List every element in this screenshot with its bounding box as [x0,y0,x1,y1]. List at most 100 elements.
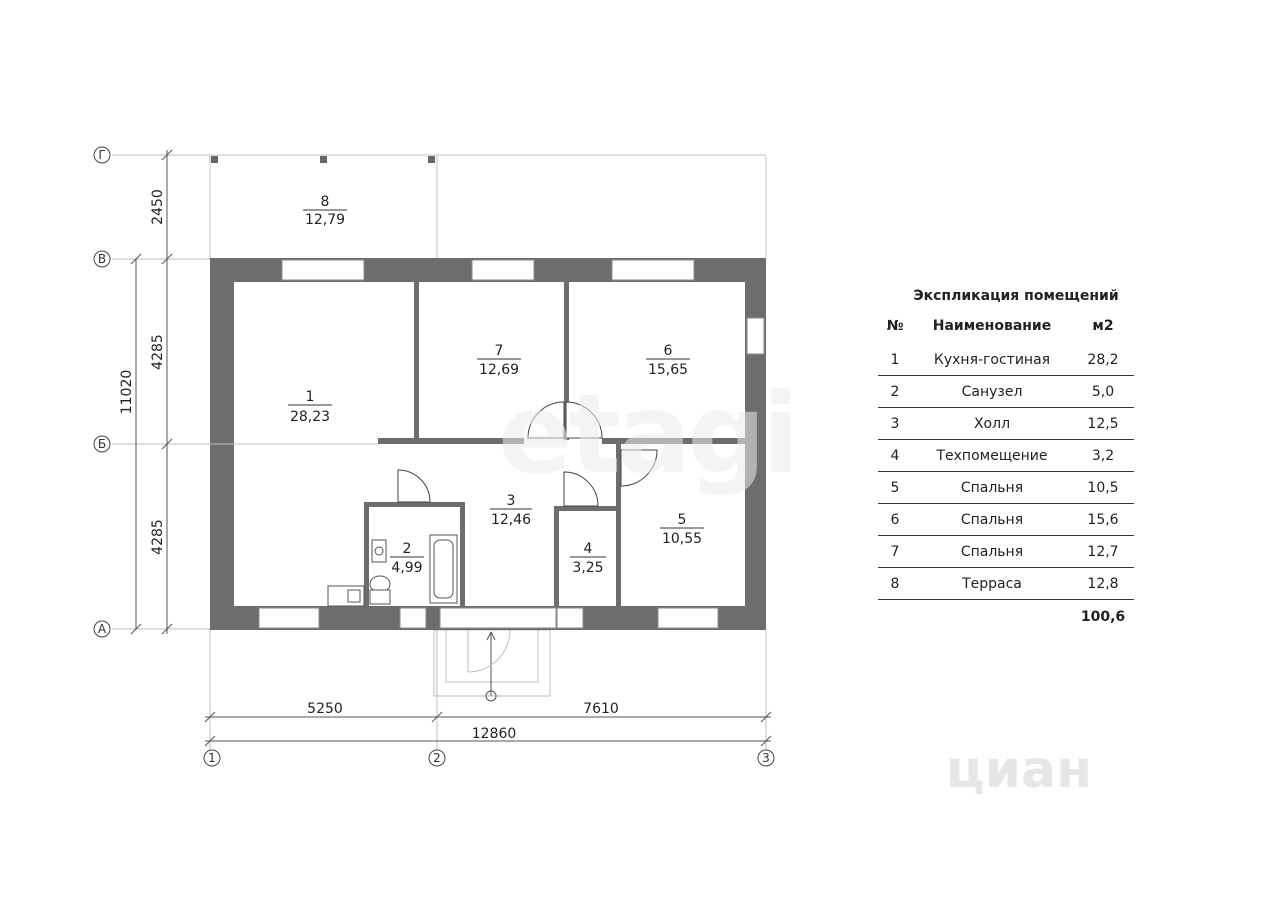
table-row: 1 Кухня-гостиная 28,2 [878,344,1134,376]
row-axes: Г В Б А [93,146,378,638]
row-area: 12,8 [1072,567,1134,600]
window [471,259,535,281]
room-labels: 1 28,23 2 4,99 3 12,46 4 3,25 5 10,55 6 … [288,194,704,576]
dim-right-span: 7610 [583,701,619,717]
terrace-post [211,156,218,163]
row-no: 2 [878,375,912,408]
row-no: 5 [878,471,912,504]
room-4-label: 4 3,25 [570,541,606,576]
svg-text:2: 2 [403,541,412,557]
header-name: Наименование [932,318,1052,334]
table-row: 8 Терраса 12,8 [878,567,1134,600]
row-name: Техпомещение [912,439,1072,472]
svg-text:12,69: 12,69 [479,362,519,378]
terrace-post [320,156,327,163]
svg-text:8: 8 [321,194,330,210]
doors [397,401,658,507]
explication-title: Экспликация помещений [913,288,1119,304]
svg-text:12,46: 12,46 [491,512,531,528]
row-area: 5,0 [1072,375,1134,408]
window [746,317,765,355]
header-area: м2 [1092,318,1114,334]
table-header-row: № Наименование м2 [878,308,1134,344]
row-name: Терраса [912,567,1072,600]
svg-text:15,65: 15,65 [648,362,688,378]
svg-text:7: 7 [495,343,504,359]
row-no: 4 [878,439,912,472]
room-6-label: 6 15,65 [646,343,690,378]
svg-text:12,79: 12,79 [305,212,345,228]
row-name: Холл [912,407,1072,440]
door-bedroom-6 [565,401,603,439]
row-area: 28,2 [1072,344,1134,376]
table-row: 4 Техпомещение 3,2 [878,439,1134,472]
bathroom-fixtures [327,534,458,607]
row-name: Спальня [912,535,1072,568]
interior-walls [364,282,745,606]
svg-text:5: 5 [678,512,687,528]
row-name: Санузел [912,375,1072,408]
total-area: 100,6 [1080,609,1126,625]
axis-row-v: В [98,252,106,266]
row-area: 3,2 [1072,439,1134,472]
row-no: 3 [878,407,912,440]
terrace [209,154,767,258]
axis-col-1: 1 [208,751,216,765]
entrance-porch [433,629,551,702]
svg-text:6: 6 [664,343,673,359]
svg-text:4: 4 [584,541,593,557]
entrance-opening [439,607,557,629]
row-name: Кухня-гостиная [912,344,1072,376]
axis-row-b: Б [98,437,106,451]
room-3-label: 3 12,46 [490,493,532,528]
room-2-label: 2 4,99 [390,541,424,576]
svg-text:10,55: 10,55 [662,531,702,547]
table-row: 6 Спальня 15,6 [878,503,1134,536]
table-row: 2 Санузел 5,0 [878,375,1134,408]
explication-table-panel: Экспликация помещений № Наименование м2 … [878,284,1154,634]
row-no: 8 [878,567,912,600]
total-spacer [878,600,912,635]
row-no: 7 [878,535,912,568]
row-area: 15,6 [1072,503,1134,536]
header-no: № [886,318,904,334]
svg-text:1: 1 [306,389,315,405]
window [611,259,695,281]
room-1-label: 1 28,23 [288,389,332,425]
terrace-post [428,156,435,163]
axis-col-2: 2 [433,751,441,765]
dim-lower-span: 4285 [150,519,166,555]
windows [258,259,765,629]
row-area: 10,5 [1072,471,1134,504]
window [281,259,365,281]
row-no: 6 [878,503,912,536]
horizontal-dimensions: 5250 7610 12860 [204,701,772,747]
axis-row-a: А [98,622,107,636]
door-bathroom [397,469,431,503]
svg-text:3: 3 [507,493,516,509]
table-row: 5 Спальня 10,5 [878,471,1134,504]
dim-left-span: 5250 [307,701,343,717]
table-row: 7 Спальня 12,7 [878,535,1134,568]
row-area: 12,7 [1072,535,1134,568]
row-area: 12,5 [1072,407,1134,440]
door-bedroom-7 [527,401,565,439]
table-total-row: 100,6 [878,600,1134,635]
svg-text:3,25: 3,25 [572,560,603,576]
row-name: Спальня [912,503,1072,536]
window [258,607,320,629]
room-5-label: 5 10,55 [660,512,704,547]
axis-col-3: 3 [762,751,770,765]
column-axes: 1 2 3 [203,630,775,767]
svg-text:4,99: 4,99 [391,560,422,576]
dim-total-depth: 11020 [119,370,135,415]
axis-row-g: Г [98,148,105,162]
window [399,607,427,629]
total-spacer [912,600,1072,635]
explication-table: № Наименование м2 1 Кухня-гостиная 28,2 … [878,308,1134,634]
vertical-dimensions: 2450 4285 4285 11020 [119,149,173,635]
row-name: Спальня [912,471,1072,504]
table-row: 3 Холл 12,5 [878,407,1134,440]
door-techroom [563,471,599,507]
